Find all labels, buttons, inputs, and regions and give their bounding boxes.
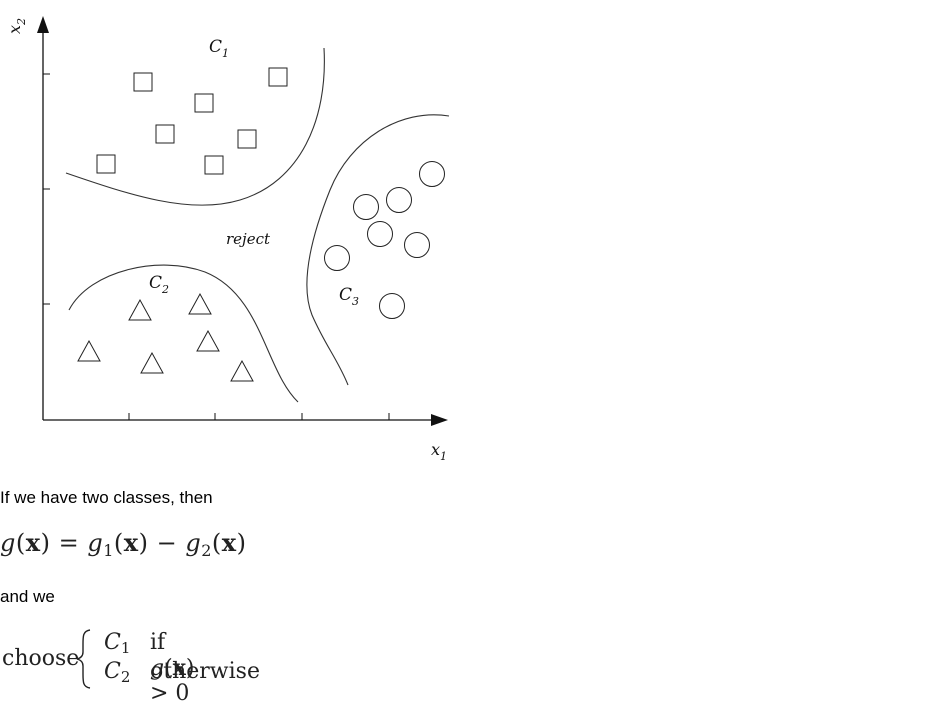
- boundary-class-1: [65, 47, 325, 206]
- triangle-marker: [188, 292, 212, 315]
- and-we-text: and we: [0, 587, 55, 606]
- triangle-marker: [196, 329, 220, 352]
- class-2-triangles: [77, 292, 254, 382]
- circle-marker: [367, 221, 393, 247]
- x-axis-ticks: [128, 413, 390, 420]
- x-axis-arrowhead: [431, 414, 448, 426]
- triangle-marker: [128, 298, 152, 321]
- y-axis-arrowhead: [37, 16, 49, 33]
- square-marker: [96, 154, 116, 174]
- square-marker: [204, 155, 224, 175]
- classification-regions-figure: x1 x2 C1 C2 C: [5, 16, 450, 463]
- class-3-label: C3: [339, 285, 359, 308]
- triangle-marker: [230, 359, 254, 382]
- boundary-class-3: [306, 114, 450, 386]
- square-marker: [237, 129, 257, 149]
- square-marker: [268, 67, 288, 87]
- y-axis-ticks: [43, 73, 50, 305]
- class-3-circles: [324, 161, 445, 319]
- left-brace: [76, 629, 91, 689]
- circle-marker: [379, 293, 405, 319]
- square-marker: [133, 72, 153, 92]
- triangle-marker: [77, 339, 101, 362]
- discriminant-equation: g(x) = g1(x) − g2(x): [0, 528, 247, 560]
- triangle-marker: [140, 351, 164, 374]
- x-axis-label: x1: [431, 440, 447, 463]
- case-1-class: C1: [104, 630, 131, 657]
- square-marker: [194, 93, 214, 113]
- class-1-squares: [96, 67, 288, 175]
- circle-marker: [353, 194, 379, 220]
- case-2-class: C2: [104, 659, 131, 686]
- intro-text: If we have two classes, then: [0, 488, 213, 507]
- circle-marker: [404, 232, 430, 258]
- class-1-label: C1: [209, 37, 229, 60]
- circle-marker: [324, 245, 350, 271]
- circle-marker: [419, 161, 445, 187]
- y-axis-label: x2: [5, 18, 28, 34]
- boundary-class-2: [68, 264, 299, 403]
- choose-word: choose: [2, 646, 80, 671]
- case-2-condition: otherwise: [150, 659, 260, 684]
- class-2-label: C2: [149, 273, 169, 296]
- circle-marker: [386, 187, 412, 213]
- square-marker: [155, 124, 175, 144]
- reject-region-label: reject: [226, 230, 271, 248]
